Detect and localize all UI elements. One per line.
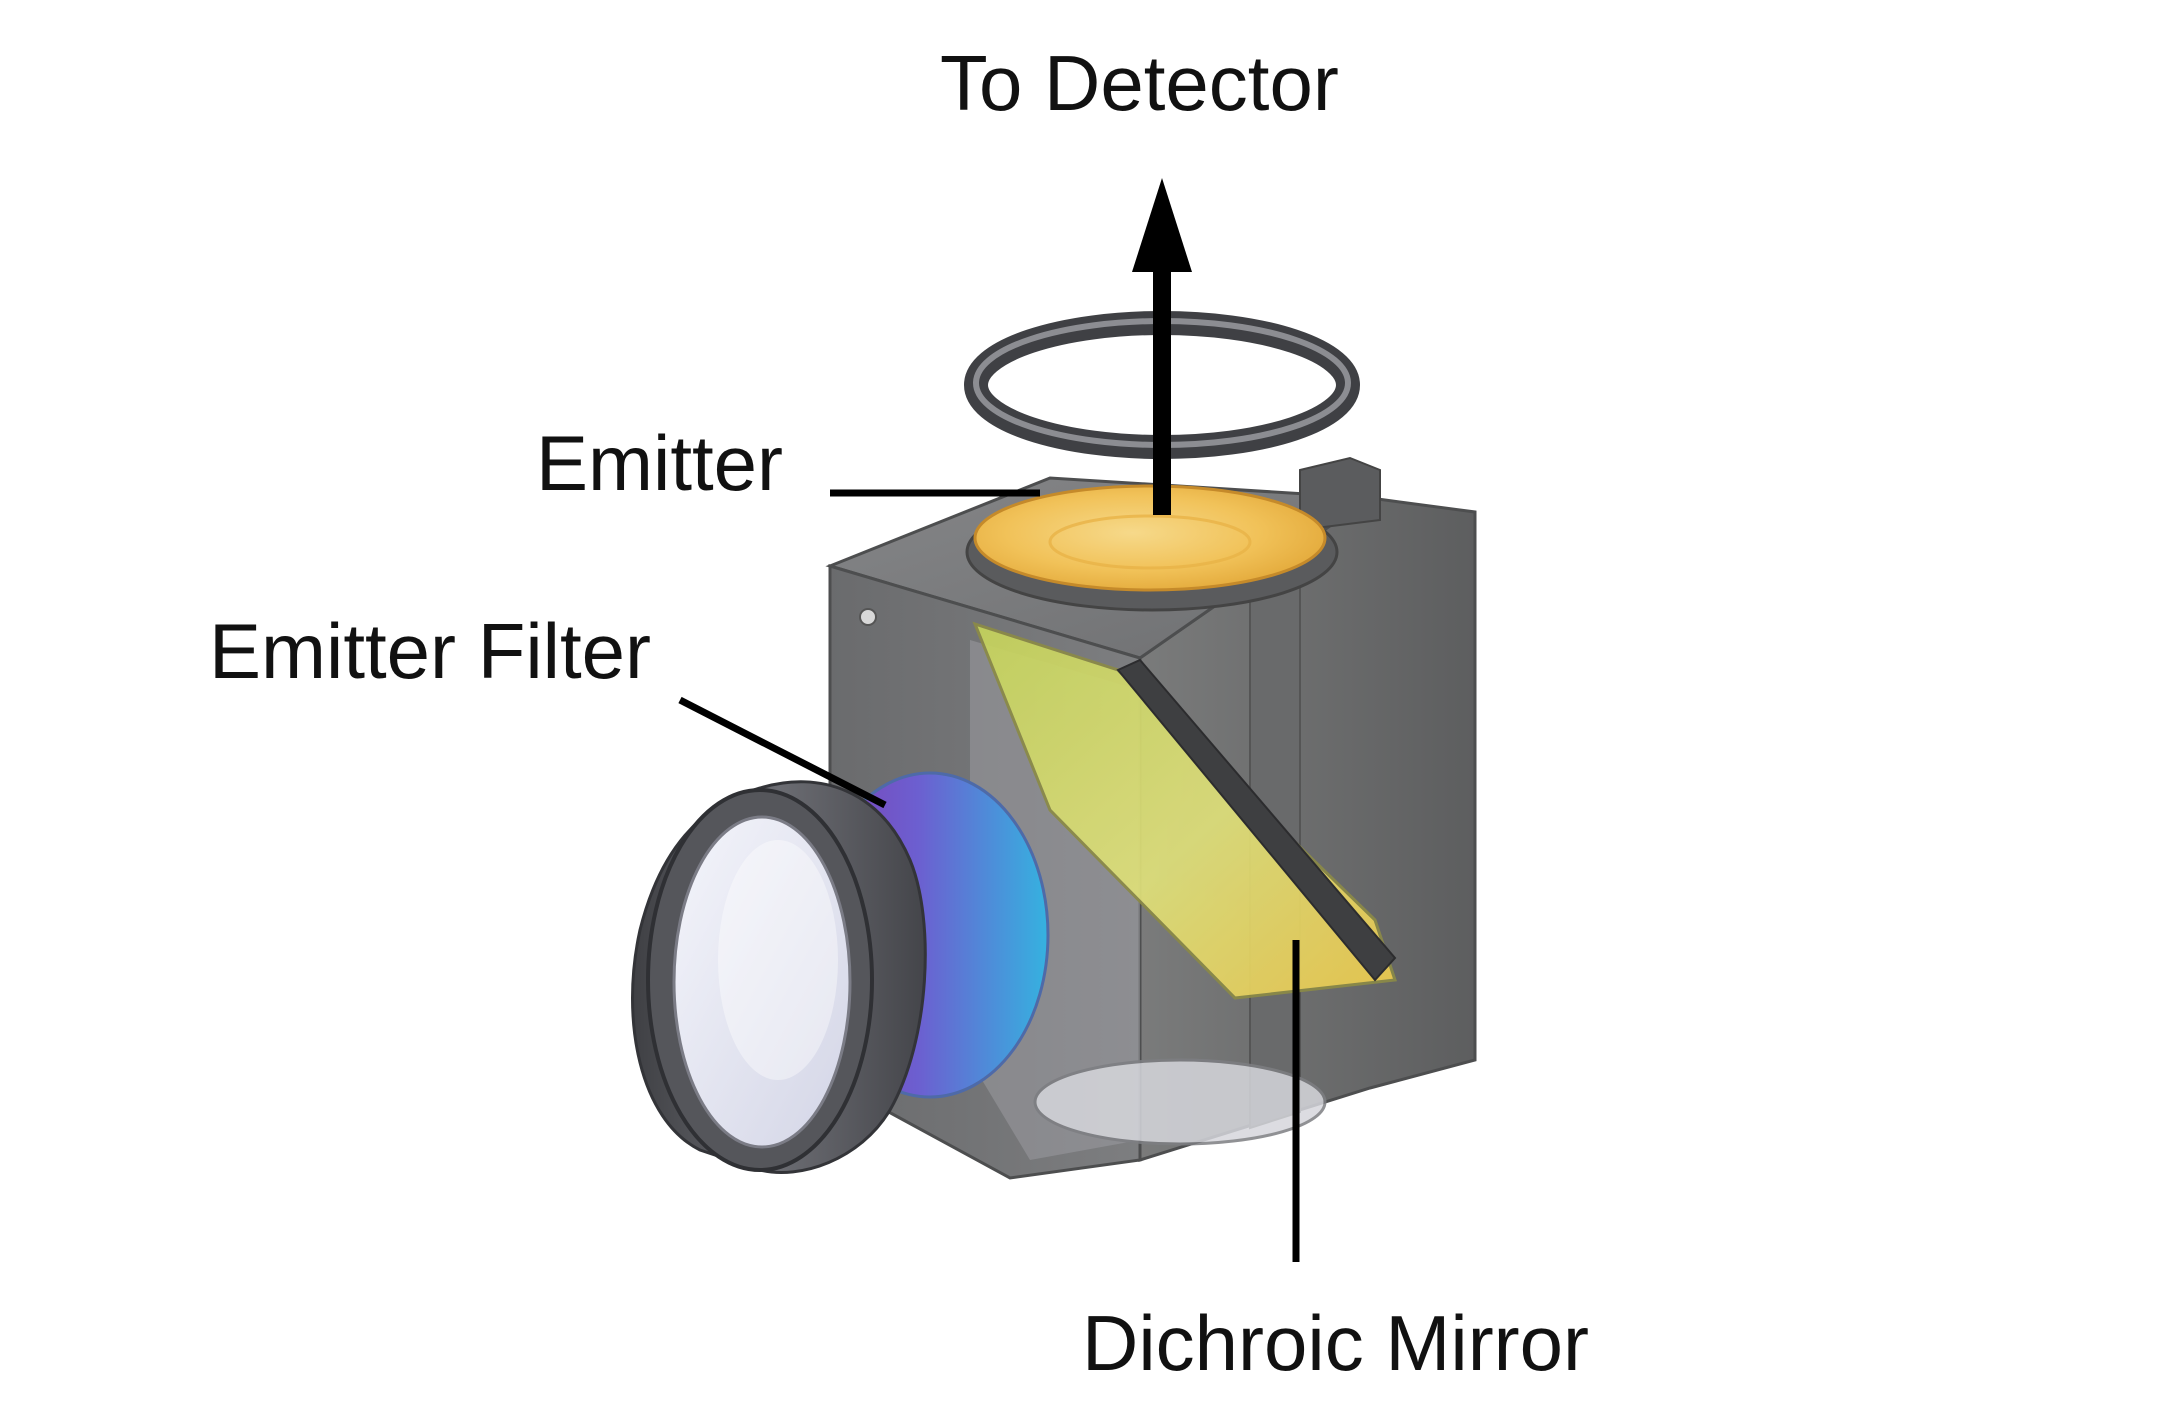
arrow-head — [1132, 178, 1192, 272]
housing-screw-hole — [860, 609, 876, 625]
emitter-filter-lens-highlight — [718, 840, 838, 1080]
to-detector-arrow — [1132, 178, 1192, 515]
emitter-label: Emitter — [536, 424, 783, 502]
emitter-filter-label: Emitter Filter — [209, 612, 651, 690]
dichroic-mirror-label: Dichroic Mirror — [1082, 1304, 1589, 1382]
housing-bottom-aperture — [1035, 1060, 1325, 1144]
emitter — [967, 486, 1337, 610]
emitter-glass — [975, 486, 1325, 590]
to-detector-label: To Detector — [940, 44, 1339, 122]
